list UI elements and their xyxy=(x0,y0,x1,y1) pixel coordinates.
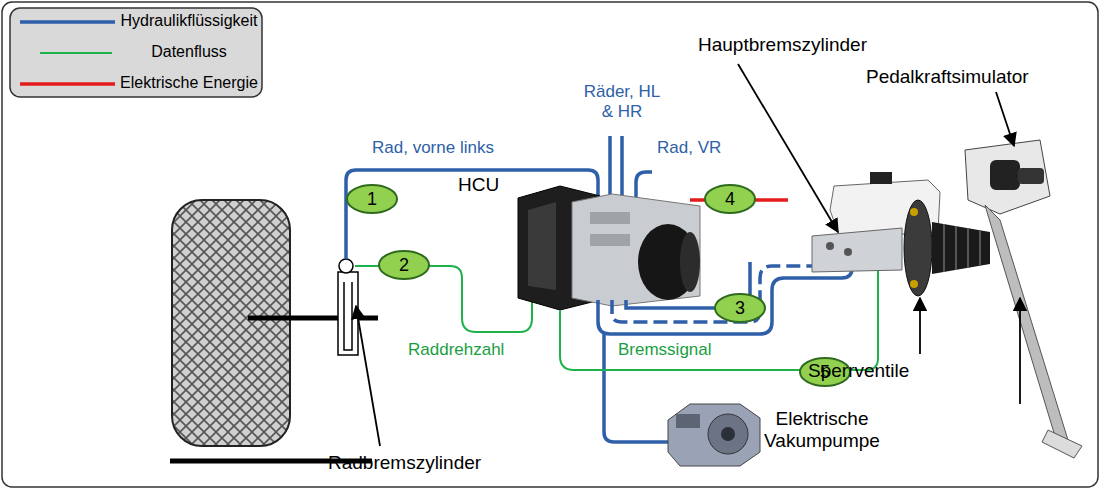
signal-label: Raddrehzahl xyxy=(408,340,504,360)
callout-number: 1 xyxy=(347,185,397,213)
part-label: HCU xyxy=(458,174,499,196)
part-label: Radbremszylinder xyxy=(328,452,481,474)
part-label: Hauptbremszylinder xyxy=(698,34,867,56)
signal-label: Bremssignal xyxy=(618,340,712,360)
line-label: Räder, HL & HR xyxy=(580,82,664,121)
part-label: Sperrventile xyxy=(808,360,909,382)
legend-text: Datenfluss xyxy=(151,43,227,61)
legend-text: Elektrische Energie xyxy=(120,74,258,92)
callout-number: 4 xyxy=(705,185,755,213)
legend-text: Hydraulikflüssigkeit xyxy=(121,12,258,30)
part-label: Elektrische Vakumpumpe xyxy=(764,408,880,452)
callout-number: 2 xyxy=(379,251,429,279)
callout-number: 3 xyxy=(715,294,765,322)
line-label: Rad, VR xyxy=(657,138,721,158)
part-label: Pedalkraftsimulator xyxy=(866,66,1029,88)
line-label: Rad, vorne links xyxy=(372,138,494,158)
